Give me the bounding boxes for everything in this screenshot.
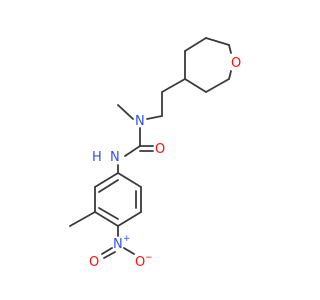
bond (184, 78, 207, 93)
structure-canvas: O N O H N N + O O − (69, 37, 241, 270)
bond (124, 145, 141, 157)
bonds (69, 37, 232, 259)
nh-nitrogen-label: N (110, 150, 120, 165)
bond (205, 78, 230, 93)
bond (117, 172, 142, 188)
molecule-structure: O N O H N N + O O − (69, 37, 241, 270)
bond (98, 207, 119, 220)
nitro-oxygen-right-label: O (135, 255, 145, 270)
atom-labels: O N O H N N + O O − (89, 56, 241, 270)
bond (117, 211, 142, 227)
bond (146, 115, 163, 120)
amide-nitrogen-label: N (135, 114, 145, 129)
nitro-oxygen-left-label: O (89, 255, 99, 270)
nh-hydrogen-label: H (92, 150, 102, 165)
bond (161, 78, 186, 93)
bond (101, 247, 113, 255)
bond (184, 37, 207, 52)
nitro-plus-charge: + (123, 234, 131, 244)
bond (103, 251, 116, 259)
bond (228, 44, 232, 54)
bond (117, 104, 134, 120)
nitro-nitrogen-label: N (113, 237, 123, 252)
bond (94, 172, 119, 188)
bond (98, 179, 119, 193)
bond (123, 247, 135, 255)
ring-oxygen-label: O (231, 56, 241, 71)
bond (228, 70, 232, 80)
carbonyl-oxygen-label: O (155, 142, 165, 157)
nitro-minus-charge: − (145, 253, 153, 263)
bond (205, 37, 230, 46)
bond (69, 211, 96, 227)
bond (94, 211, 119, 227)
